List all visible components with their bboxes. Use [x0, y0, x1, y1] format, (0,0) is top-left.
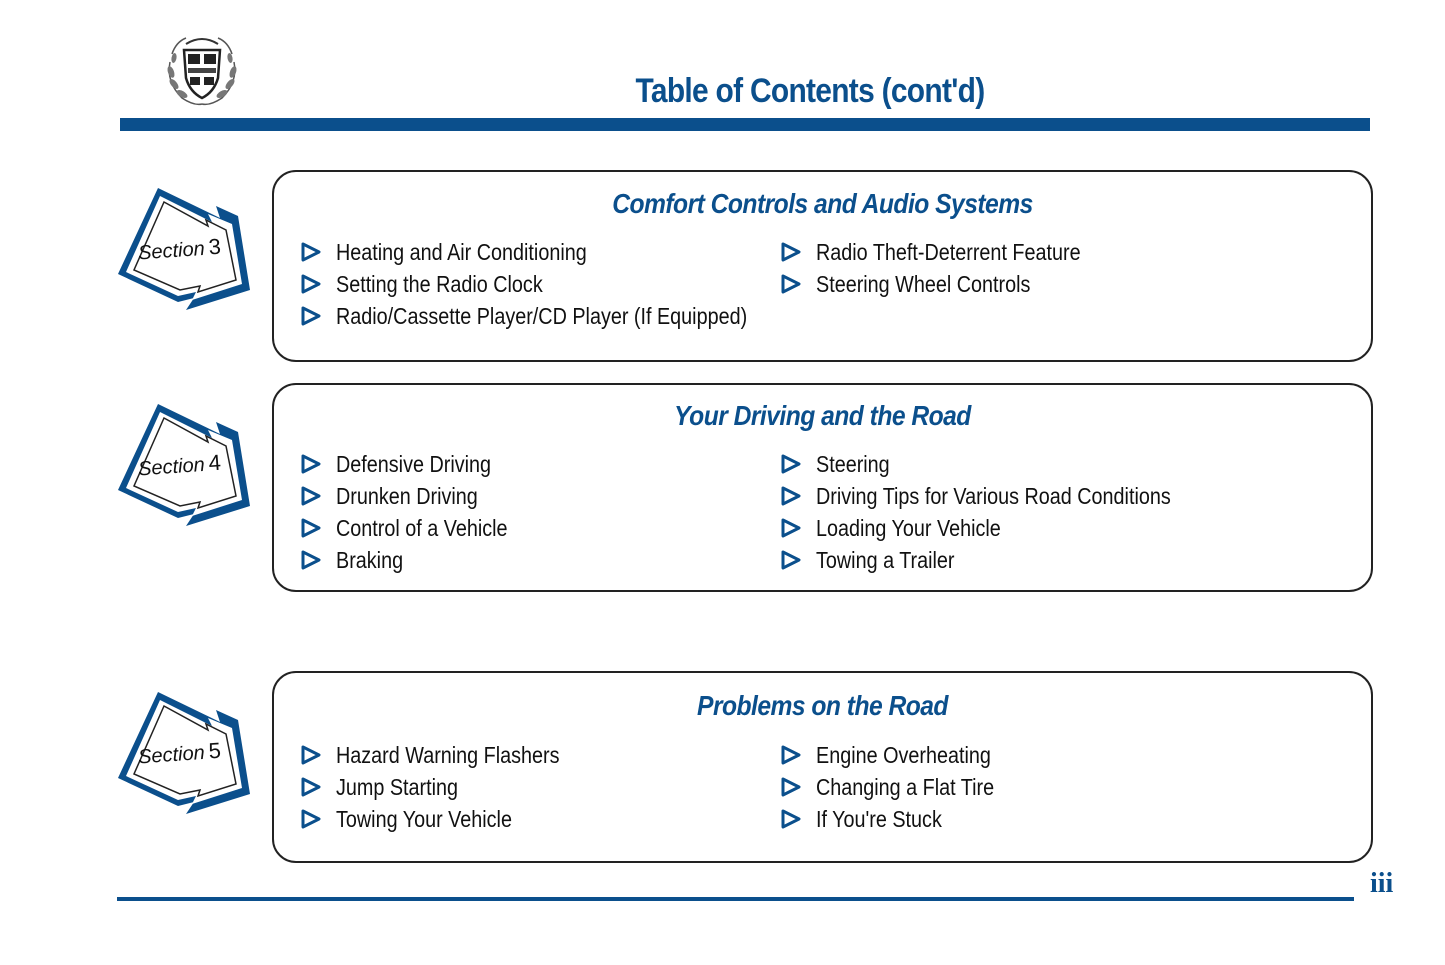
item-label: Hazard Warning Flashers — [336, 741, 560, 768]
list-item[interactable]: If You're Stuck — [780, 803, 1023, 835]
list-item[interactable]: Defensive Driving — [300, 448, 535, 480]
list-item[interactable]: Jump Starting — [300, 771, 596, 803]
item-label: If You're Stuck — [816, 805, 942, 832]
list-item[interactable]: Towing Your Vehicle — [300, 803, 596, 835]
triangle-bullet-icon — [301, 777, 321, 797]
item-label: Changing a Flat Tire — [816, 773, 995, 800]
list-item[interactable]: Setting the Radio Clock — [300, 268, 814, 300]
list-item[interactable]: Heating and Air Conditioning — [300, 236, 814, 268]
triangle-bullet-icon — [301, 306, 321, 326]
page-number: iii — [1370, 868, 1394, 899]
triangle-bullet-icon — [301, 518, 321, 538]
list-item[interactable]: Steering Wheel Controls — [780, 268, 1124, 300]
triangle-bullet-icon — [301, 809, 321, 829]
section-label: Section — [137, 237, 206, 265]
section-title: Comfort Controls and Audio Systems — [612, 188, 1033, 219]
list-item[interactable]: Drunken Driving — [300, 480, 535, 512]
item-label: Driving Tips for Various Road Conditions — [816, 482, 1171, 509]
triangle-bullet-icon — [301, 745, 321, 765]
right-column: Engine Overheating Changing a Flat Tire … — [780, 739, 1023, 835]
section-number: 5 — [207, 737, 222, 764]
footer-rule — [117, 897, 1354, 901]
arrow-badge-icon — [118, 188, 250, 310]
item-label: Loading Your Vehicle — [816, 514, 1001, 541]
item-label: Engine Overheating — [816, 741, 991, 768]
triangle-bullet-icon — [781, 274, 801, 294]
item-label: Drunken Driving — [336, 482, 478, 509]
left-column: Heating and Air Conditioning Setting the… — [300, 236, 814, 332]
section-number: 4 — [207, 449, 222, 476]
section-number: 3 — [207, 233, 222, 260]
list-item[interactable]: Engine Overheating — [780, 739, 1023, 771]
left-column: Defensive Driving Drunken Driving Contro… — [300, 448, 535, 576]
right-column: Steering Driving Tips for Various Road C… — [780, 448, 1228, 576]
triangle-bullet-icon — [301, 550, 321, 570]
list-item[interactable]: Radio Theft-Deterrent Feature — [780, 236, 1124, 268]
item-label: Steering Wheel Controls — [816, 270, 1031, 297]
triangle-bullet-icon — [301, 486, 321, 506]
item-label: Jump Starting — [336, 773, 459, 800]
list-item[interactable]: Braking — [300, 544, 535, 576]
triangle-bullet-icon — [301, 274, 321, 294]
item-label: Heating and Air Conditioning — [336, 238, 587, 265]
arrow-badge-icon — [118, 404, 250, 526]
triangle-bullet-icon — [781, 454, 801, 474]
triangle-bullet-icon — [781, 486, 801, 506]
triangle-bullet-icon — [301, 242, 321, 262]
triangle-bullet-icon — [781, 809, 801, 829]
item-label: Radio/Cassette Player/CD Player (If Equi… — [336, 302, 748, 329]
triangle-bullet-icon — [301, 454, 321, 474]
item-label: Radio Theft-Deterrent Feature — [816, 238, 1081, 265]
item-label: Braking — [336, 546, 404, 573]
section-label: Section — [137, 453, 206, 481]
left-column: Hazard Warning Flashers Jump Starting To… — [300, 739, 596, 835]
list-item[interactable]: Radio/Cassette Player/CD Player (If Equi… — [300, 300, 814, 332]
triangle-bullet-icon — [781, 242, 801, 262]
item-label: Towing a Trailer — [816, 546, 955, 573]
section-title: Your Driving and the Road — [674, 400, 971, 431]
list-item[interactable]: Driving Tips for Various Road Conditions — [780, 480, 1228, 512]
item-label: Defensive Driving — [336, 450, 492, 477]
list-item[interactable]: Towing a Trailer — [780, 544, 1228, 576]
list-item[interactable]: Control of a Vehicle — [300, 512, 535, 544]
list-item[interactable]: Hazard Warning Flashers — [300, 739, 596, 771]
right-column: Radio Theft-Deterrent Feature Steering W… — [780, 236, 1124, 300]
triangle-bullet-icon — [781, 550, 801, 570]
page-title: Table of Contents (cont'd) — [635, 72, 986, 110]
triangle-bullet-icon — [781, 777, 801, 797]
section-title: Problems on the Road — [697, 690, 948, 721]
triangle-bullet-icon — [781, 745, 801, 765]
list-item[interactable]: Changing a Flat Tire — [780, 771, 1023, 803]
section-3-panel: Comfort Controls and Audio Systems Heati… — [272, 170, 1373, 362]
triangle-bullet-icon — [781, 518, 801, 538]
header-rule — [120, 118, 1370, 131]
section-5-panel: Problems on the Road Hazard Warning Flas… — [272, 671, 1373, 863]
item-label: Steering — [816, 450, 890, 477]
section-4-panel: Your Driving and the Road Defensive Driv… — [272, 383, 1373, 592]
section-label: Section — [137, 741, 206, 769]
item-label: Setting the Radio Clock — [336, 270, 543, 297]
crest-emblem-icon — [167, 37, 237, 106]
item-label: Towing Your Vehicle — [336, 805, 512, 832]
list-item[interactable]: Steering — [780, 448, 1228, 480]
arrow-badge-icon — [118, 692, 250, 814]
item-label: Control of a Vehicle — [336, 514, 508, 541]
list-item[interactable]: Loading Your Vehicle — [780, 512, 1228, 544]
